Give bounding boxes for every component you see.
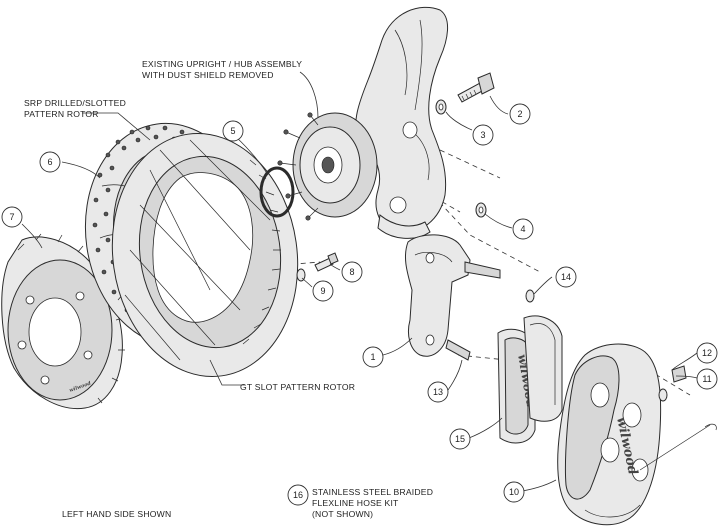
callout-12: 12 xyxy=(696,342,718,364)
upright-label-line1: EXISTING UPRIGHT / HUB ASSEMBLY xyxy=(142,59,302,69)
caliper-bolt-part xyxy=(639,423,717,471)
callout-bubbles: 1 2 3 4 5 6 7 8 9 10 11 12 13 14 15 16 xyxy=(1,103,718,506)
svg-text:1: 1 xyxy=(370,352,375,362)
brake-pad-part-rear xyxy=(523,315,563,422)
svg-text:10: 10 xyxy=(509,487,519,497)
srp-label-line1: SRP DRILLED/SLOTTED xyxy=(24,98,126,108)
washer-hole xyxy=(478,206,484,214)
caliper-part: wilwood xyxy=(557,343,662,526)
mounting-bolt-part xyxy=(457,72,495,103)
callout-7: 7 xyxy=(1,206,23,228)
callout-16: 16 xyxy=(287,484,309,506)
o-ring-part xyxy=(259,166,295,218)
washer-hole xyxy=(438,103,444,111)
callout-1: 1 xyxy=(362,346,384,368)
callout-8: 8 xyxy=(341,261,363,283)
svg-text:7: 7 xyxy=(9,212,14,222)
gt-slot-rotor xyxy=(111,133,299,377)
hose-label-line2: FLEXLINE HOSE KIT xyxy=(312,498,399,508)
svg-text:9: 9 xyxy=(320,286,325,296)
svg-text:8: 8 xyxy=(349,267,354,277)
hose-label-line3: (NOT SHOWN) xyxy=(312,509,373,519)
text-labels: EXISTING UPRIGHT / HUB ASSEMBLY WITH DUS… xyxy=(24,59,433,519)
svg-text:15: 15 xyxy=(455,434,465,444)
gt-slot-label: GT SLOT PATTERN ROTOR xyxy=(240,382,355,392)
upright-label-line2: WITH DUST SHIELD REMOVED xyxy=(142,70,274,80)
svg-text:14: 14 xyxy=(561,272,571,282)
rotor-vanes xyxy=(242,159,281,345)
callout-3: 3 xyxy=(472,124,494,146)
washer-part-14 xyxy=(525,289,535,303)
svg-text:11: 11 xyxy=(702,374,711,384)
callout-13: 13 xyxy=(427,381,449,403)
callout-5: 5 xyxy=(222,120,244,142)
srp-label-line2: PATTERN ROTOR xyxy=(24,109,99,119)
hose-label-line1: STAINLESS STEEL BRAIDED xyxy=(312,487,433,497)
svg-text:3: 3 xyxy=(480,130,485,140)
left-hand-label: LEFT HAND SIDE SHOWN xyxy=(62,509,171,519)
washer-part-9 xyxy=(296,268,306,282)
nut-washer-part-11-12 xyxy=(658,365,687,402)
callout-6: 6 xyxy=(39,151,61,173)
svg-text:4: 4 xyxy=(520,224,525,234)
wheel-studs xyxy=(277,112,319,221)
bleed-screw-part xyxy=(314,252,339,272)
rotor-hat-part: wilwood xyxy=(1,233,125,410)
svg-text:16: 16 xyxy=(293,490,303,500)
callout-11: 11 xyxy=(696,368,718,390)
svg-text:13: 13 xyxy=(433,387,443,397)
svg-text:5: 5 xyxy=(230,126,235,136)
callout-14: 14 xyxy=(555,266,577,288)
leader-lines xyxy=(21,71,698,493)
callout-4: 4 xyxy=(512,218,534,240)
svg-text:2: 2 xyxy=(517,109,522,119)
svg-text:6: 6 xyxy=(47,157,52,167)
upright-hub-assembly xyxy=(277,6,448,239)
callout-2: 2 xyxy=(509,103,531,125)
callout-9: 9 xyxy=(312,280,334,302)
caliper-bracket-part xyxy=(405,234,501,361)
callout-15: 15 xyxy=(449,428,471,450)
svg-text:12: 12 xyxy=(702,348,712,358)
callout-10: 10 xyxy=(503,481,525,503)
